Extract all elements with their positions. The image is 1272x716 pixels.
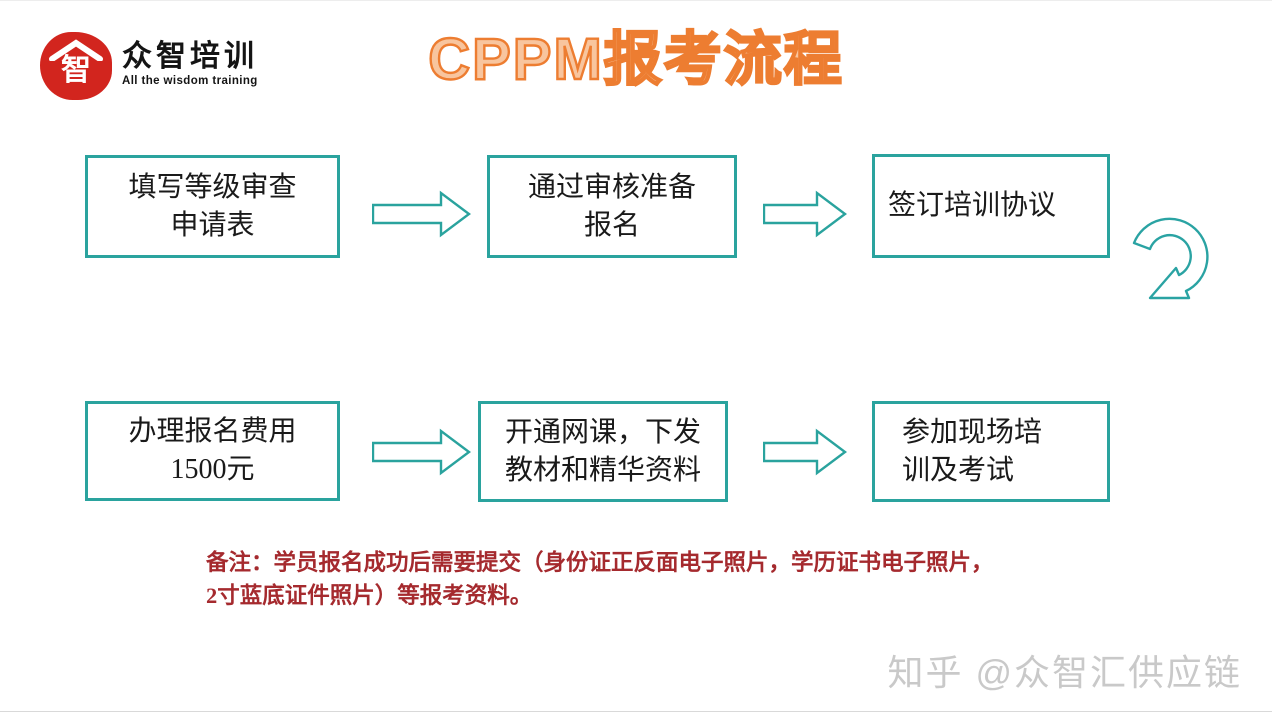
logo-stamp-icon: 智	[40, 32, 112, 100]
logo-glyph: 智	[61, 54, 91, 87]
flow-arrow-right-icon	[372, 190, 471, 238]
page-title: CPPM报考流程	[427, 26, 844, 93]
flow-step-sign-agreement: 签订培训协议	[872, 154, 1110, 258]
flow-arrow-curved-down-icon	[1132, 217, 1209, 300]
flow-arrow-right-icon	[763, 190, 847, 238]
flow-step-line: 办理报名费用	[128, 416, 297, 447]
note-line-1: 备注：学员报名成功后需要提交（身份证正反面电子照片，学历证书电子照片，	[206, 550, 994, 575]
flow-step-pass-review: 通过审核准备 报名	[487, 155, 737, 258]
flow-step-pay-fee: 办理报名费用 1500元	[85, 401, 340, 501]
watermark: 知乎 @众智汇供应链	[887, 652, 1242, 693]
flow-step-line: 填写等级审查	[128, 171, 297, 203]
flow-step-line: 申请表	[170, 209, 255, 241]
flow-step-online-course: 开通网课，下发 教材和精华资料	[478, 401, 728, 502]
flow-step-line: 通过审核准备	[527, 171, 696, 203]
flow-step-fill-application: 填写等级审查 申请表	[85, 155, 340, 258]
logo-tagline: All the wisdom training	[122, 75, 258, 87]
flow-step-line: 参加现场培	[902, 416, 1043, 448]
flow-step-line: 报名	[583, 209, 640, 241]
roof-icon	[49, 39, 103, 61]
logo-text: 众智培训 All the wisdom training	[122, 32, 258, 88]
company-logo: 智 众智培训 All the wisdom training	[40, 32, 258, 100]
flow-step-onsite-training: 参加现场培 训及考试	[872, 401, 1110, 502]
flow-step-line: 签订培训协议	[888, 190, 1057, 221]
flow-step-line: 1500元	[170, 454, 255, 485]
bottom-divider	[0, 711, 1272, 712]
flow-step-line: 开通网课，下发	[504, 416, 701, 448]
logo-name: 众智培训	[122, 40, 258, 73]
flow-step-line: 训及考试	[902, 454, 1015, 486]
top-divider	[0, 0, 1272, 1]
note-text: 备注：学员报名成功后需要提交（身份证正反面电子照片，学历证书电子照片， 2寸蓝底…	[206, 546, 1106, 612]
flow-arrow-right-icon	[763, 428, 847, 476]
flow-arrow-right-icon	[372, 428, 471, 476]
note-line-2: 2寸蓝底证件照片）等报考资料。	[206, 583, 533, 608]
flow-step-line: 教材和精华资料	[504, 454, 701, 486]
